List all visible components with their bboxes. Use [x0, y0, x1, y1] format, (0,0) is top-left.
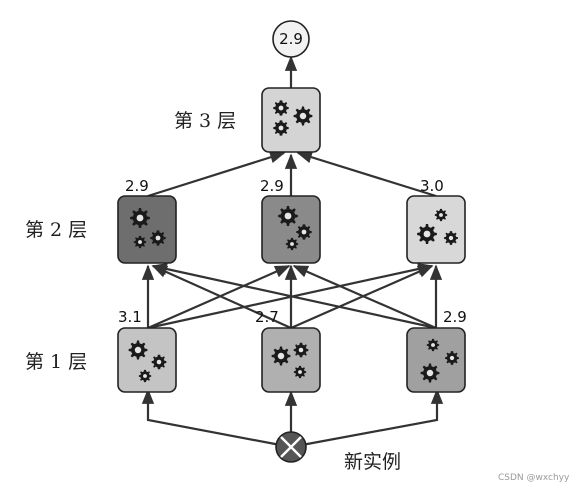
watermark: CSDN @wxchyy: [498, 473, 570, 483]
layer3-node: [261, 87, 321, 153]
edge-l1n2-l2n1: [151, 264, 292, 330]
layer3-node-box: [261, 87, 321, 153]
layer2-label: 第 2 层: [25, 219, 87, 241]
cross-circle-icon: [275, 431, 307, 463]
output-node: 2.9: [272, 20, 310, 58]
edge-l2n1-l3: [147, 151, 286, 198]
layer1-node3-box: [406, 327, 466, 393]
layer2-node2-score: 2.9: [260, 177, 284, 195]
layer2-node1-score: 2.9: [125, 177, 149, 195]
layer1-node1-box: [117, 327, 177, 393]
layer2-node2-box: [261, 195, 321, 264]
layer1-node3: [406, 327, 466, 393]
edge-l2n3-l3: [296, 151, 437, 198]
layer1-node2-score: 2.7: [255, 308, 279, 326]
layer1-label: 第 1 层: [25, 351, 87, 373]
layer2-node1: [117, 195, 177, 264]
output-value: 2.9: [279, 30, 303, 48]
edge-input-to-l1n1: [141, 388, 292, 449]
layer3-label: 第 3 层: [174, 110, 236, 132]
edge-l1n3-l2n1: [151, 262, 437, 330]
edge-l1n2-l2n3: [290, 264, 434, 330]
layer1-node1: [117, 327, 177, 393]
layer2-node3: [406, 195, 466, 264]
layer2-node1-box: [117, 195, 177, 264]
layer2-node3-score: 3.0: [420, 177, 444, 195]
edge-l1n1-l2n2: [147, 264, 291, 330]
layer2-to-layer3-edges: [147, 151, 437, 198]
layer2-node3-box: [406, 195, 466, 264]
layer1-to-layer2-edges: [141, 262, 443, 330]
layer1-node3-score: 2.9: [443, 308, 467, 326]
edge-input-to-l1n3: [290, 388, 444, 449]
layer2-node2: [261, 195, 321, 264]
input-label: 新实例: [344, 451, 401, 473]
layer1-node2-box: [261, 327, 321, 393]
edge-l1n3-l2n2: [292, 264, 437, 330]
layer1-node2: [261, 327, 321, 393]
layer1-node1-score: 3.1: [118, 308, 142, 326]
input-edges: [141, 388, 444, 449]
